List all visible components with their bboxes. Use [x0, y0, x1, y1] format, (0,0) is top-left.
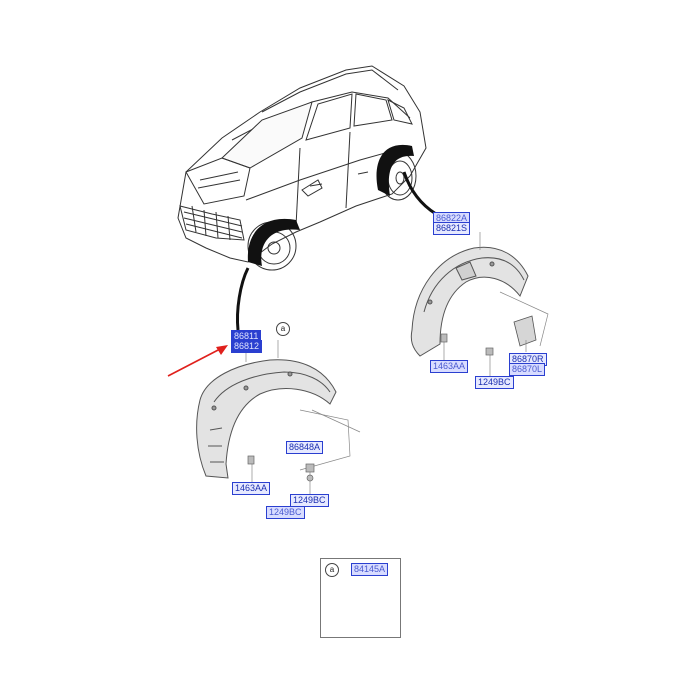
rear-fasteners [440, 333, 494, 356]
callout-a-marker: a [276, 322, 290, 336]
label-rear-screw: 1249BC [475, 376, 514, 389]
label-front-clip: 1463AA [232, 482, 271, 495]
rear-arch-highlight [376, 144, 414, 196]
label-front-main-2: 86812 [231, 340, 263, 353]
label-rear-main-2: 86821S [433, 222, 471, 235]
label-front-screw-2: 1249BC [266, 506, 305, 519]
label-rear-flap-2: 86870L [509, 363, 546, 376]
vehicle-illustration [177, 65, 427, 271]
label-front-screw-1: 1249BC [290, 494, 329, 507]
rear-leader-line [402, 171, 437, 216]
inset-letter-marker: a [325, 563, 339, 577]
front-arch-highlight [247, 218, 300, 266]
red-indicator-arrow [167, 345, 228, 377]
front-fasteners [247, 455, 315, 482]
front-leader-line [236, 267, 250, 331]
rear-label-leaders [443, 232, 549, 376]
inset-detail-box: a 84145A [320, 558, 401, 638]
rear-mud-flap [513, 315, 537, 347]
front-wheel-guard [196, 359, 337, 479]
label-rear-clip: 1463AA [430, 360, 469, 373]
label-inset-part: 84145A [351, 563, 389, 576]
rear-wheel-guard [410, 246, 529, 357]
label-front-bracket: 86848A [286, 441, 324, 454]
